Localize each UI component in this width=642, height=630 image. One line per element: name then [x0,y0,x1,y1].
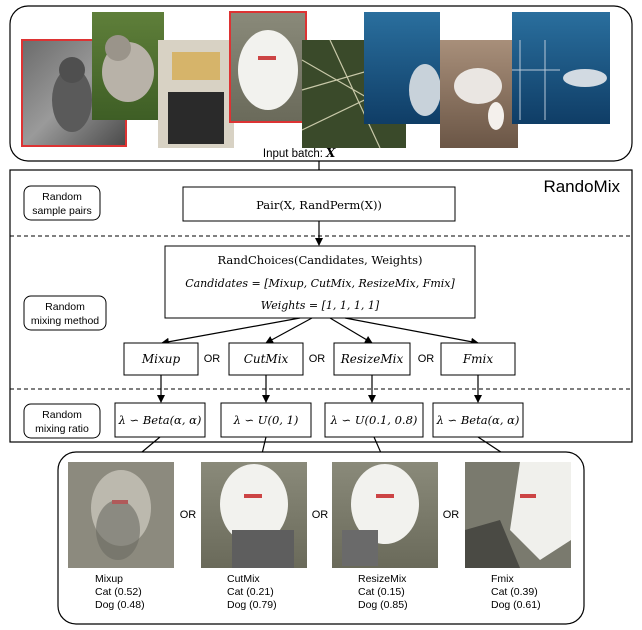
ratio-mixup-box [114,402,206,438]
result-fmix-name: Fmix [491,573,514,585]
method-resizemix-label: ResizeMix [340,352,404,366]
input-photo-dog-grass [92,12,164,120]
result-cutmix-cat: Cat (0.21) [227,586,274,598]
input-photo-bird-rock [440,40,518,148]
ratio-resizemix-box [324,402,424,438]
randchoices-line1: RandChoices(Candidates, Weights) [217,253,422,267]
step-mixing-method-line2: mixing method [31,315,99,327]
arrow-to-cutmix [265,317,313,344]
step-mixing-method: Random mixing method [23,295,107,331]
result-mixup-dog: Dog (0.48) [95,599,145,611]
or-label-method-2: OR [309,353,326,365]
result-fmix-cat: Cat (0.39) [491,586,538,598]
pair-formula: Pair(X, RandPerm(X)) [256,198,382,212]
step-mixing-method-line1: Random [45,301,85,313]
result-mixup: Mixup Cat (0.52) Dog (0.48) [95,573,145,611]
arrow-to-resizemix [329,317,373,344]
step-sample-pairs-line1: Random [42,191,82,203]
result-resizemix: ResizeMix Cat (0.15) Dog (0.85) [358,573,408,611]
step-mixing-ratio: Random mixing ratio [23,403,101,439]
arrow-to-mixup [161,317,301,346]
or-label-method-3: OR [418,353,435,365]
input-photo-shark-cage [512,12,610,124]
output-image-cutmix [201,462,307,568]
output-image-resizemix [332,462,438,568]
input-photo-white-dog [229,11,307,123]
ratio-cutmix: λ ∽ U(0, 1) [233,413,299,427]
input-caption: Input batch: [263,148,323,160]
result-cutmix-dog: Dog (0.79) [227,599,277,611]
or-label-output-3: OR [443,509,460,521]
input-photo-shark [364,12,441,124]
method-cutmix-box [228,342,304,376]
result-mixup-name: Mixup [95,573,123,585]
input-photo-boxes [158,40,234,148]
step-mixing-ratio-line2: mixing ratio [35,423,89,435]
arrow-to-fmix [344,317,479,346]
ratio-fmix: λ ∽ Beta(α, α) [436,413,520,427]
ratio-fmix-box [432,402,524,438]
method-resizemix-box [333,342,411,376]
randomix-title: RandoMix [543,177,620,196]
step-mixing-ratio-line1: Random [42,409,82,421]
result-fmix-dog: Dog (0.61) [491,599,541,611]
or-label-output-1: OR [180,509,197,521]
pair-box [182,186,456,222]
result-resizemix-name: ResizeMix [358,573,407,585]
randchoices-box [164,245,476,319]
method-fmix-label: Fmix [462,352,494,366]
method-mixup-box [123,342,199,376]
ratio-mixup: λ ∽ Beta(α, α) [118,413,202,427]
output-image-fmix [465,462,571,568]
ratio-cutmix-box [220,402,312,438]
or-label-method-1: OR [204,353,221,365]
method-mixup-label: Mixup [141,352,181,366]
method-fmix-box [440,342,516,376]
input-caption-symbol: X [325,146,336,160]
result-resizemix-dog: Dog (0.85) [358,599,408,611]
result-mixup-cat: Cat (0.52) [95,586,142,598]
or-label-output-2: OR [312,509,329,521]
output-image-mixup [68,462,174,568]
randchoices-line3: Weights = [1, 1, 1, 1] [261,299,380,312]
result-cutmix-name: CutMix [227,573,260,585]
ratio-resizemix: λ ∽ U(0.1, 0.8) [330,413,418,427]
result-cutmix: CutMix Cat (0.21) Dog (0.79) [227,573,277,611]
output-panel [57,451,585,625]
step-sample-pairs: Random sample pairs [23,185,101,221]
method-cutmix-label: CutMix [244,352,289,366]
result-resizemix-cat: Cat (0.15) [358,586,405,598]
randchoices-line2: Candidates = [Mixup, CutMix, ResizeMix, … [185,277,455,290]
result-fmix: Fmix Cat (0.39) Dog (0.61) [491,573,541,611]
step-sample-pairs-line2: sample pairs [32,205,92,217]
